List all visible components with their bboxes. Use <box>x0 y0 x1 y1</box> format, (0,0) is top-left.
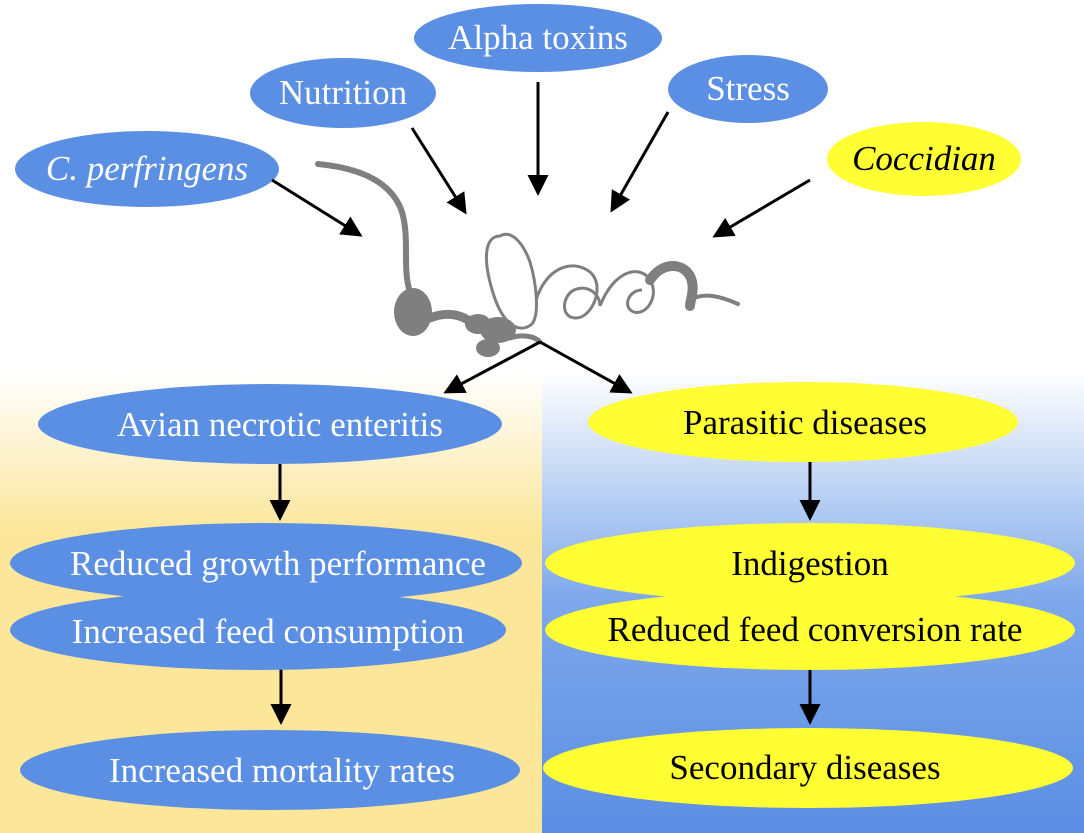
left-outcome-ellipse <box>20 730 520 810</box>
right-outcome-label: Secondary diseases <box>669 748 940 787</box>
arrow-stress <box>610 111 670 213</box>
arrow-nutrition <box>410 127 467 215</box>
cause-ellipse <box>250 58 436 128</box>
cause-label: Coccidian <box>852 139 996 178</box>
left-disease-label: Avian necrotic enteritis <box>117 405 443 444</box>
left-disease-ellipse <box>38 384 502 464</box>
cause-ellipse <box>668 55 828 123</box>
cause-ellipse <box>414 4 662 72</box>
right-effect-2-ellipse <box>545 590 1075 670</box>
arrow-coccidian <box>712 178 811 238</box>
right-effect-1-ellipse <box>545 523 1075 603</box>
cause-alpha-toxins: Alpha toxins <box>414 4 662 72</box>
arrow-to-parasitic-diseases <box>539 340 633 394</box>
left-effect-1-ellipse <box>10 523 522 603</box>
chicken-intestine-icon <box>315 161 740 357</box>
right-effect-2-label: Reduced feed conversion rate <box>608 610 1023 649</box>
arrow-to-avian-necrotic-enteritis <box>443 340 541 394</box>
left-outcome-label: Increased mortality rates <box>109 751 455 790</box>
cause-label: Nutrition <box>279 73 407 112</box>
right-disease-ellipse <box>588 382 1018 462</box>
cause-label: Stress <box>706 69 790 108</box>
cause-stress: Stress <box>668 55 828 123</box>
cause-ellipse <box>15 131 279 207</box>
left-effect-2-label: Increased feed consumption <box>72 612 465 651</box>
arrow-c-perfringens <box>271 178 363 237</box>
cause-nutrition: Nutrition <box>250 58 436 128</box>
left-effect-1-label: Reduced growth performance <box>70 544 486 583</box>
left-branch: Avian necrotic enteritis Reduced growth … <box>10 384 522 810</box>
right-branch: Parasitic diseases Indigestion Reduced f… <box>543 382 1075 808</box>
cause-coccidian: Coccidian <box>827 122 1021 196</box>
right-disease-label: Parasitic diseases <box>683 403 927 442</box>
cause-label: C. perfringens <box>46 149 248 188</box>
right-outcome-ellipse <box>543 728 1073 808</box>
left-effect-2-ellipse <box>10 590 506 670</box>
cause-c-perfringens: C. perfringens <box>15 131 279 207</box>
right-effect-1-label: Indigestion <box>731 544 888 583</box>
cause-ellipse <box>827 122 1021 196</box>
cause-label: Alpha toxins <box>448 18 628 57</box>
